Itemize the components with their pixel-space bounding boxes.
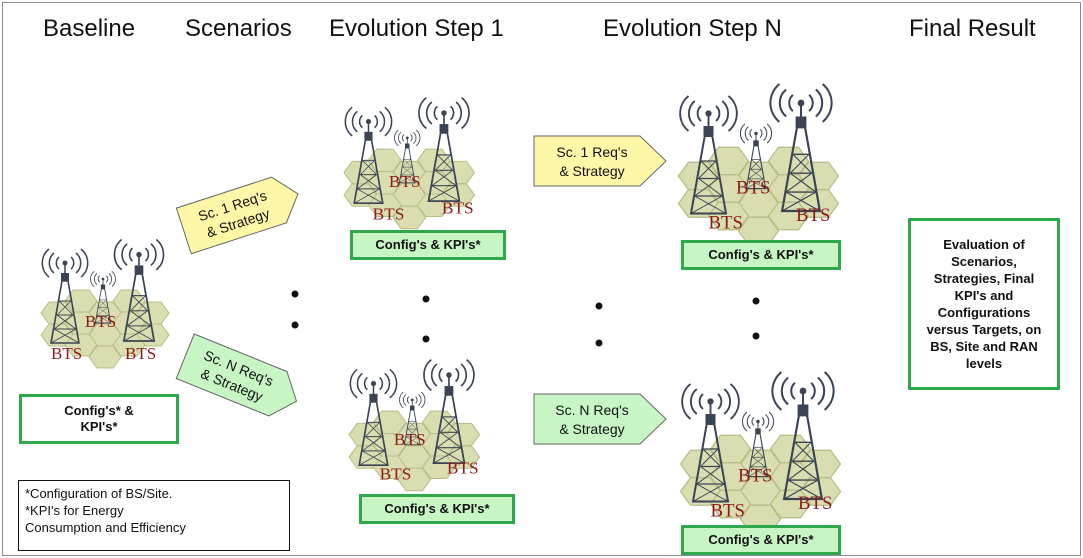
bts-label: BTS (447, 458, 479, 477)
stepn-top-config-label: Config's & KPI's* (708, 247, 814, 262)
scenario-1-arrow-stepn: Sc. 1 Req's & Strategy (533, 135, 667, 187)
step1-bottom-config-label: Config's & KPI's* (384, 501, 490, 516)
bts-label: BTS (125, 344, 156, 363)
header-scenarios: Scenarios (185, 15, 292, 42)
final-line: Scenarios, (951, 254, 1017, 269)
bts-label: BTS (373, 205, 405, 224)
arrow-label-line2: & Strategy (559, 421, 624, 437)
stepn-bottom-config-box: Config's & KPI's* (681, 525, 841, 555)
baseline-config-line1: Config's* & (64, 403, 134, 418)
stepn-top-bts-cluster: BTS BTS BTS (679, 84, 839, 245)
footnote-line: Consumption and Efficiency (25, 520, 186, 535)
bts-label: BTS (796, 205, 830, 226)
bts-label: BTS (394, 430, 426, 449)
baseline-bts-cluster: BTS BTS BTS (41, 239, 169, 368)
header-evolution-step-1: Evolution Step 1 (329, 15, 504, 42)
final-line: Strategies, Final (933, 271, 1035, 286)
stepn-bottom-bts-cluster: BTS BTS BTS (681, 372, 841, 533)
bts-label: BTS (738, 466, 772, 487)
diagram-canvas: BTS BTS BTS BTS BTS BTS BTS BTS BTS BTS … (3, 3, 1080, 555)
arrow-label-line2: & Strategy (559, 163, 624, 179)
scenario-1-arrow-step1: Sc. 1 Req's & Strategy (175, 176, 299, 255)
header-baseline: Baseline (43, 15, 136, 42)
footnote-box: *Configuration of BS/Site. *KPI's for En… (18, 480, 290, 551)
stepn-top-config-box: Config's & KPI's* (681, 240, 841, 270)
arrow-label-line1: Sc. N Req's (555, 402, 628, 418)
bts-label: BTS (798, 493, 832, 514)
final-line: BS, Site and RAN (930, 339, 1038, 354)
bts-label: BTS (85, 312, 116, 331)
step1-top-config-box: Config's & KPI's* (350, 230, 506, 260)
step1-top-bts-cluster: BTS BTS BTS (344, 98, 475, 229)
baseline-config-box: Config's* & KPI's* (19, 394, 179, 444)
step1-bottom-config-box: Config's & KPI's* (359, 494, 515, 524)
bts-label: BTS (380, 464, 412, 483)
final-line: versus Targets, on (926, 322, 1042, 337)
step1-top-config-label: Config's & KPI's* (375, 237, 481, 252)
baseline-config-line2: KPI's* (80, 419, 118, 434)
header-evolution-step-n: Evolution Step N (603, 15, 782, 42)
final-line: Evaluation of (943, 237, 1025, 252)
bts-label: BTS (389, 172, 421, 191)
final-line: Configurations (937, 305, 1031, 320)
bts-label: BTS (51, 344, 82, 363)
bts-label: BTS (442, 198, 474, 217)
arrow-label-line1: Sc. 1 Req's (556, 144, 627, 160)
stepn-bottom-config-label: Config's & KPI's* (708, 532, 814, 547)
scenario-n-arrow-stepn: Sc. N Req's & Strategy (533, 393, 667, 445)
bts-label: BTS (711, 501, 745, 522)
bts-label: BTS (736, 178, 770, 199)
final-line: KPI's and (954, 288, 1014, 303)
footnote-line: *KPI's for Energy (25, 503, 124, 518)
step1-bottom-bts-cluster: BTS BTS BTS (349, 360, 480, 491)
header-final-result: Final Result (909, 15, 1036, 42)
scenario-n-arrow-step1: Sc. N Req's & Strategy (175, 333, 298, 417)
ellipsis-dots (291, 290, 760, 347)
bts-label: BTS (709, 213, 743, 234)
footnote-line: *Configuration of BS/Site. (25, 486, 173, 501)
final-line: levels (965, 356, 1003, 371)
final-result-box: Evaluation of Scenarios, Strategies, Fin… (908, 218, 1060, 390)
